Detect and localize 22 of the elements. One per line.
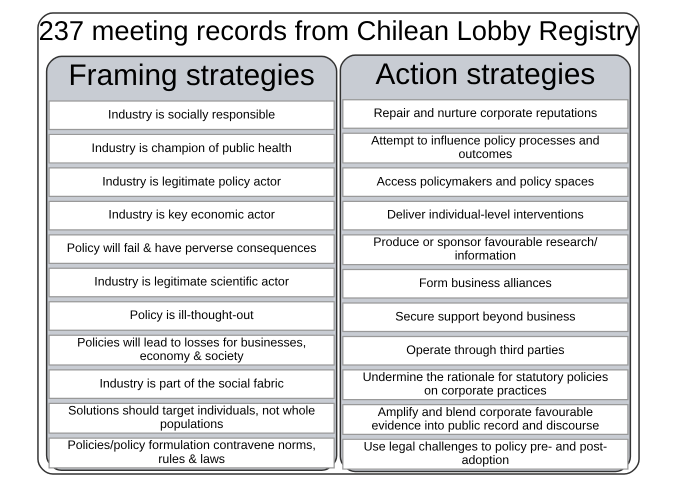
node-box: Policies/policy formulation contravene norms, rules & laws: [48, 437, 335, 468]
node-box: Attempt to influence policy processes and outcomes: [342, 132, 628, 164]
node-box: Operate through third parties: [342, 336, 628, 366]
node-box: Use legal challenges to policy pre- and post-adoption: [342, 438, 628, 470]
node-box: Industry is socially responsible: [48, 100, 335, 130]
node-box: Form business alliances: [342, 268, 628, 299]
node-box: Industry is key economic actor: [48, 200, 335, 230]
node-box: Policy is ill-thought-out: [48, 301, 335, 331]
node-box: Amplify and blend corporate favourable evidence into public record and discourse: [342, 404, 628, 435]
node-box: Deliver individual-level interventions: [342, 200, 628, 230]
node-box: Industry is champion of public health: [48, 134, 335, 164]
node-box: Secure support beyond business: [342, 302, 628, 332]
node-box: Produce or sponsor favourable research/ information: [342, 234, 628, 266]
node-box: Solutions should target individuals, not whole populations: [48, 402, 335, 434]
node-box: Industry is legitimate scientific actor: [48, 268, 335, 298]
node-box: Undermine the rationale for statutory policies on corporate practices: [342, 369, 628, 400]
node-box: Policy will fail & have perverse consequences: [48, 234, 335, 264]
node-box: Industry is legitimate policy actor: [48, 167, 335, 198]
node-box: Policies will lead to losses for businesses, economy & society: [48, 334, 335, 366]
node-box: Repair and nurture corporate reputations: [342, 99, 628, 129]
node-box: Industry is part of the social fabric: [48, 369, 335, 400]
node-box: Access policymakers and policy spaces: [342, 167, 628, 198]
